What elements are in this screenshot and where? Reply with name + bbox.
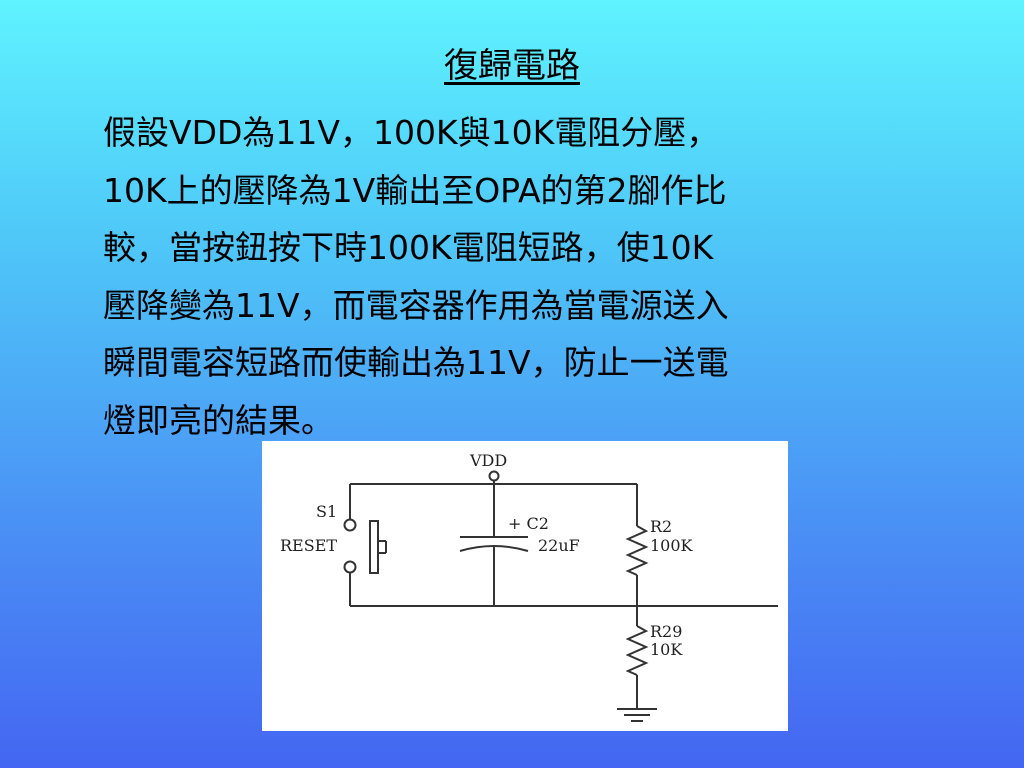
capacitor-c2-symbol [459,484,529,606]
paragraph-line: 瞬間電容短路而使輸出為11V，防止一送電 [103,343,729,382]
capacitor-ref-label: + C2 [508,514,549,533]
paragraph-line: 燈即亮的結果。 [103,400,334,440]
paragraph-line: 壓降變為11V，而電容器作用為當電源送入 [103,285,729,325]
reset-circuit-diagram: VDD S1 RESET + C2 22uF R2 100K R29 10K [262,441,788,731]
circuit-schematic: VDD S1 RESET + C2 22uF R2 100K R29 10K [280,451,778,722]
r29-value-label: 10K [650,640,683,659]
switch-name-label: RESET [280,536,337,555]
capacitor-value-label: 22uF [538,536,580,555]
switch-ref-label: S1 [316,502,337,521]
slide-title: 復歸電路 [444,46,580,86]
resistor-r29-symbol [625,606,649,709]
vdd-terminal [488,470,500,482]
ground-symbol [617,708,657,722]
r2-ref-label: R2 [650,517,672,536]
r29-ref-label: R29 [650,622,682,641]
paragraph-line: 假設VDD為11V，100K與10K電阻分壓， [103,113,720,152]
resistor-r2-symbol [625,484,649,606]
paragraph-line: 較，當按鈕按下時100K電阻短路，使10K [103,228,714,267]
body-paragraph: 假設VDD為11V，100K與10K電阻分壓， 10K上的壓降為1V輸出至OPA… [103,104,973,449]
r2-value-label: 100K [650,536,694,555]
vdd-label: VDD [469,451,507,470]
paragraph-line: 10K上的壓降為1V輸出至OPA的第2腳作比 [103,170,727,210]
reset-switch-symbol [343,484,387,606]
